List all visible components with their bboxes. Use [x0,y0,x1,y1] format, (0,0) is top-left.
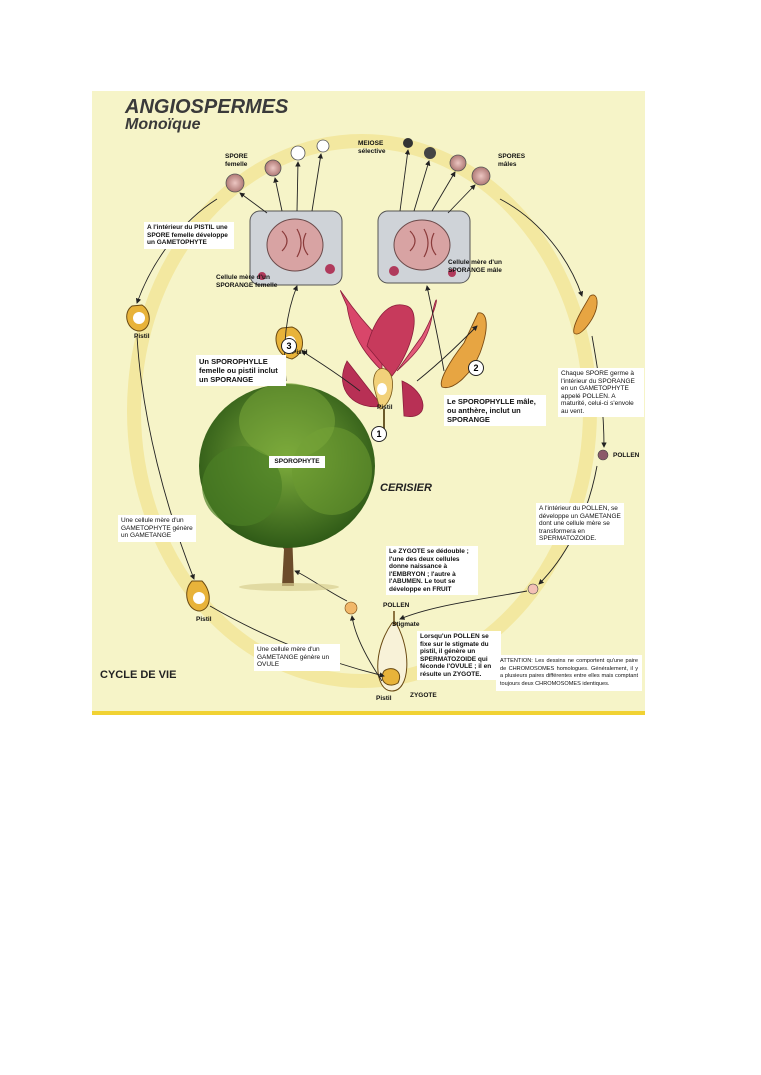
cycle-label: CYCLE DE VIE [100,669,177,681]
label-spore-germe: Chaque SPORE germe à l'intérieur du SPOR… [558,368,644,417]
pollen-grain-2 [527,583,539,595]
diagram-panel: ANGIOSPERMES Monoïque SPORE femelle MEIO… [92,91,645,715]
label-pistil-2: Pistil [292,349,308,356]
pistil-lower-left [186,580,210,612]
fruit-seed [344,601,358,615]
anther [440,312,487,388]
step-number-2: 2 [468,360,484,376]
pistil-left [126,304,150,332]
pollen-grain [597,449,609,461]
pistil-bottom [377,611,408,692]
label-pistil-5: Pistil [376,695,392,702]
bottom-stripe [92,711,645,715]
female-spores [225,139,330,193]
label-spores-males: SPORES mâles [498,153,526,168]
label-pollen-interieur: A l'intérieur du POLLEN, se développe un… [536,503,624,545]
female-sporange-cell [249,210,343,286]
cherry-tree [199,383,375,586]
male-sporange-cell [377,210,471,284]
label-pistil-4: Pistil [196,616,212,623]
label-cellule-mere-male: Cellule mère d'un SPORANGE mâle [448,259,502,274]
label-sporophylle-male: Le SPOROPHYLLE mâle, ou anthère, inclut … [444,395,546,426]
label-pistil-interieur: A l'intérieur du PISTIL une SPORE femell… [144,222,234,249]
label-sporophyte: SPOROPHYTE [269,456,325,468]
cherry-flower [340,290,437,433]
label-sporophylle-femelle: Un SPOROPHYLLE femelle ou pistil inclut … [196,355,286,386]
label-pistil-3: Pistil [377,404,393,411]
label-meiose: MEIOSE sélective [358,140,386,155]
label-spore-femelle: SPORE femelle [225,153,248,168]
step-number-3: 3 [281,338,297,354]
label-pollen: POLLEN [613,452,640,459]
attention-note: ATTENTION: Les dessins ne comportent qu'… [496,655,642,692]
label-pollen-fixe: Lorsqu'un POLLEN se fixe sur le stigmate… [417,631,501,680]
label-pistil-1: Pistil [134,333,150,340]
label-cellule-mere-femelle: Cellule mère d'un SPORANGE femelle [216,274,278,289]
label-zygote: ZYGOTE [410,692,437,699]
label-zygote-dedouble: Le ZYGOTE se dédouble ; l'une des deux c… [386,546,478,595]
label-gametophyte-gametange: Une cellule mère d'un GAMETOPHYTE génère… [118,515,196,542]
diagram-title: ANGIOSPERMES [125,96,289,118]
anther-right [573,294,598,335]
plant-name: CERISIER [380,482,432,494]
label-stigmate: Stigmate [392,621,420,628]
step-number-1: 1 [371,426,387,442]
spore-arrows [239,149,476,214]
ground-shadow [239,583,339,591]
label-gametange-ovule: Une cellule mère d'un GAMETANGE génère u… [254,644,340,671]
diagram-subtitle: Monoïque [125,116,201,133]
male-spores [403,138,491,186]
label-pollen-2: POLLEN [383,602,410,609]
